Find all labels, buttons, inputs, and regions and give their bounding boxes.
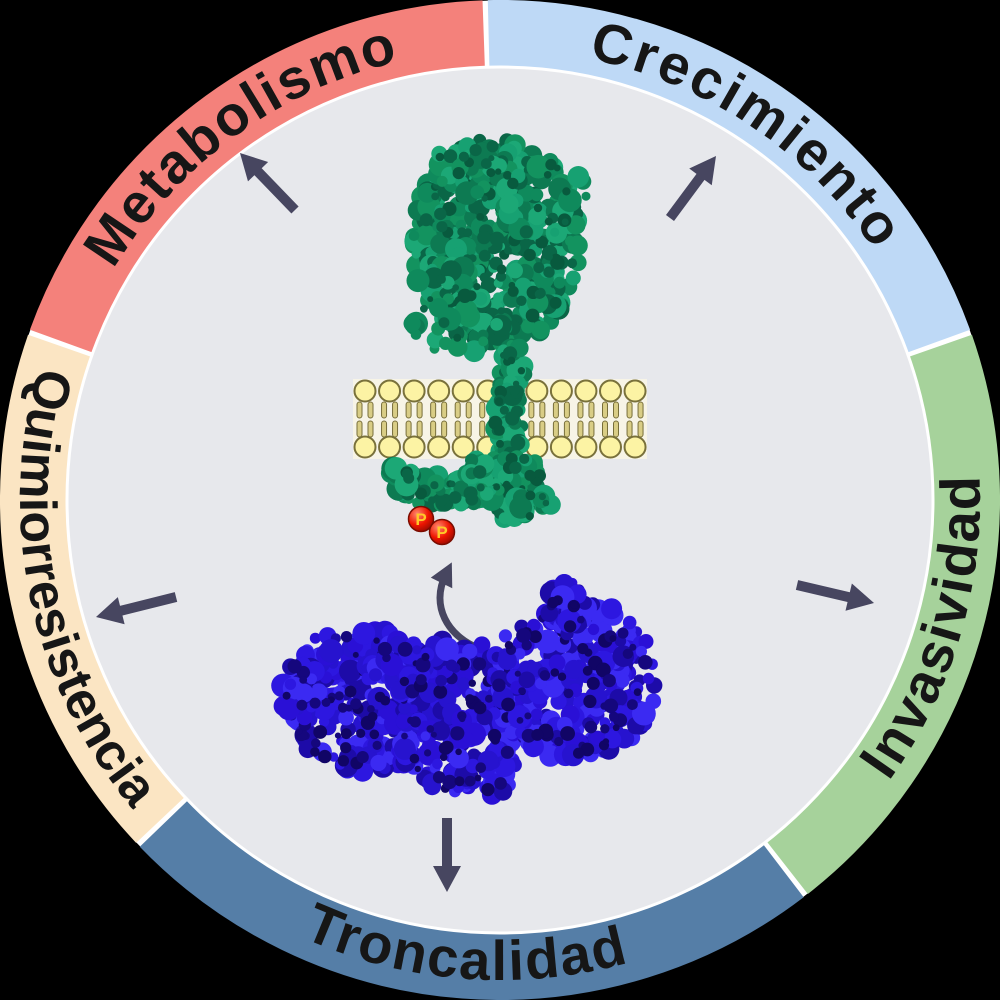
outward-arrow-crecimiento-icon [665,156,716,221]
phospholipid [549,379,573,459]
phospholipid [427,379,451,459]
outward-arrow-troncalidad-icon [433,818,461,892]
phospholipid [451,379,475,459]
outward-arrows [96,153,874,892]
outward-arrow-metabolismo-icon [240,153,299,214]
segment-arc-troncalidad [139,800,804,1000]
phospho-site-sphere [428,518,456,546]
phospholipid [353,379,377,459]
phospholipid [623,379,647,459]
phospholipid [599,379,622,459]
green-receptor-protein [380,133,592,528]
phospho-site-sphere [407,505,435,533]
phosphorylation-sites: PP [407,505,456,546]
blue-ligand-protein [271,574,663,805]
segment-arc-quimiorresistencia [0,334,185,843]
outward-arrow-invasividad-icon [795,580,874,611]
outward-arrow-quimiorresistencia-icon [96,592,178,625]
segment-arc-crecimiento [487,0,971,353]
phospholipid [574,379,598,459]
phospho-label: P [415,510,426,529]
phospholipid [402,379,426,459]
phospholipid [525,379,549,459]
segment-arc-metabolismo [29,0,485,353]
phospho-label: P [436,523,447,542]
segment-arc-invasividad [766,334,1000,894]
